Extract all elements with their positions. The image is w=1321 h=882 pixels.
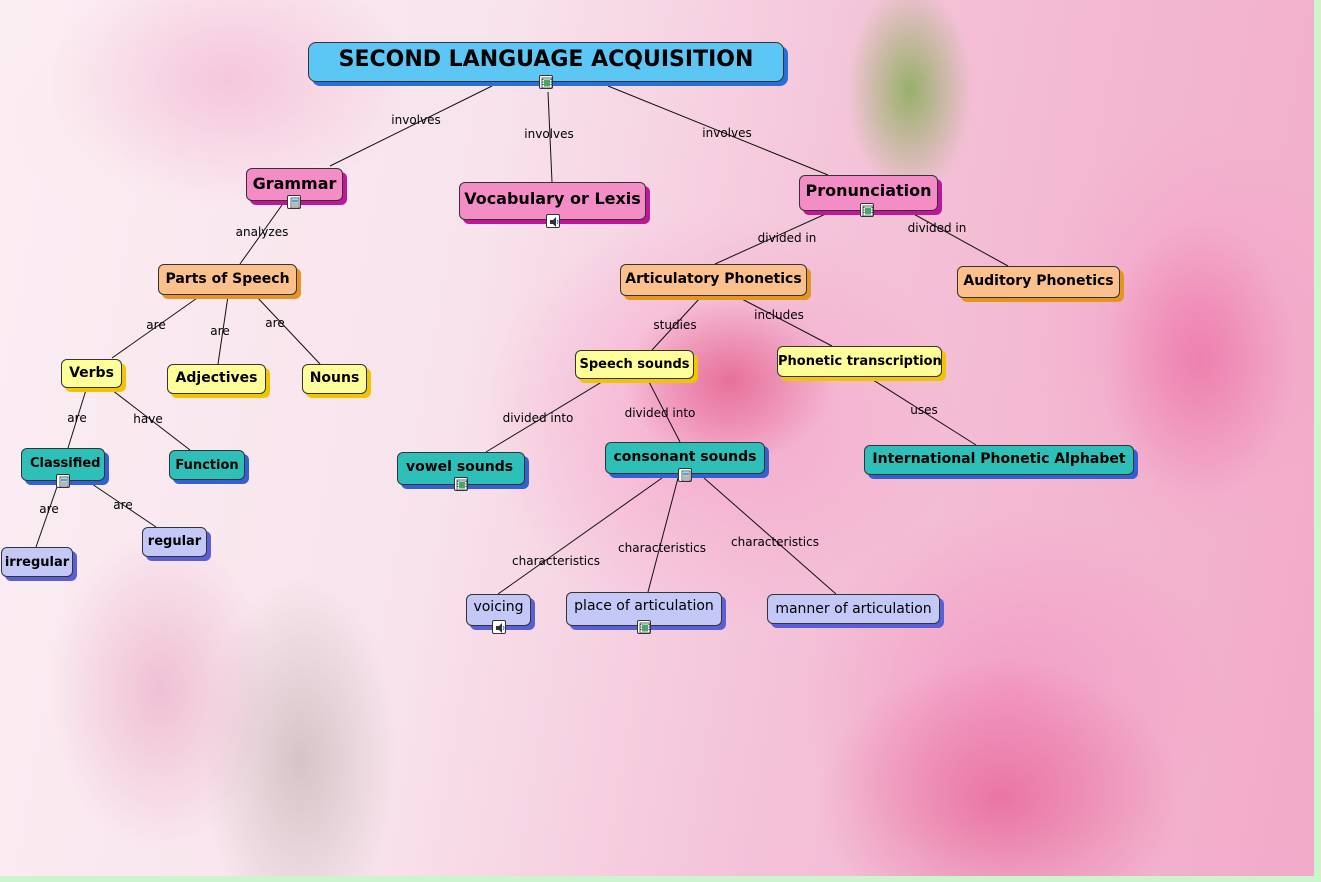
link-label-characteristics: characteristics bbox=[618, 541, 706, 555]
link-label-studies: studies bbox=[653, 318, 697, 332]
connector-line bbox=[497, 477, 663, 595]
connector-line bbox=[485, 379, 606, 453]
link-label-uses: uses bbox=[910, 403, 938, 417]
concept-label: Auditory Phonetics bbox=[963, 273, 1114, 289]
link-label-divided-into: divided into bbox=[502, 411, 574, 425]
concept-label: Adjectives bbox=[175, 370, 258, 386]
link-label-divided-in: divided in bbox=[907, 221, 967, 235]
concept-label: voicing bbox=[473, 599, 524, 615]
concept-classified[interactable]: Classified bbox=[21, 448, 105, 481]
link-label-involves: involves bbox=[702, 126, 752, 140]
video-icon[interactable] bbox=[454, 477, 468, 491]
concept-adjectives[interactable]: Adjectives bbox=[167, 364, 266, 394]
link-label-are: are bbox=[146, 318, 166, 332]
link-label-divided-into: divided into bbox=[624, 406, 696, 420]
connector-line bbox=[111, 295, 201, 359]
concept-speech-sounds[interactable]: Speech sounds bbox=[575, 350, 694, 379]
concept-label: regular bbox=[147, 534, 202, 549]
concept-label: Function bbox=[175, 458, 239, 473]
concept-phonetic-transcription[interactable]: Phonetic transcription bbox=[777, 346, 942, 377]
concept-auditory-phonetics[interactable]: Auditory Phonetics bbox=[957, 266, 1120, 298]
audio-icon[interactable] bbox=[492, 620, 506, 634]
link-label-divided-in: divided in bbox=[757, 231, 817, 245]
connector-line bbox=[651, 297, 701, 351]
document-icon[interactable] bbox=[678, 468, 692, 482]
connector-line bbox=[703, 477, 837, 595]
link-label-analyzes: analyzes bbox=[235, 225, 289, 239]
connector-line bbox=[35, 483, 59, 548]
concept-label: Parts of Speech bbox=[165, 271, 290, 287]
concept-label: Grammar bbox=[252, 174, 337, 193]
video-icon[interactable] bbox=[860, 203, 874, 217]
connector-line bbox=[67, 389, 87, 449]
concept-label: International Phonetic Alphabet bbox=[872, 451, 1126, 467]
document-icon[interactable] bbox=[56, 474, 70, 488]
link-label-are: are bbox=[113, 498, 133, 512]
concept-manner-of-articulation[interactable]: manner of articulation bbox=[767, 594, 940, 624]
link-label-characteristics: characteristics bbox=[512, 554, 600, 568]
connector-line bbox=[869, 377, 977, 446]
connector-line bbox=[329, 85, 493, 167]
concept-vocabulary-or-lexis[interactable]: Vocabulary or Lexis bbox=[459, 182, 646, 220]
concept-label: Phonetic transcription bbox=[778, 354, 942, 369]
concept-label: SECOND LANGUAGE ACQUISITION bbox=[338, 47, 754, 72]
link-label-have: have bbox=[133, 412, 163, 426]
video-icon[interactable] bbox=[539, 75, 553, 89]
concept-label: Vocabulary or Lexis bbox=[464, 189, 641, 208]
concept-label: manner of articulation bbox=[775, 601, 932, 617]
connector-line bbox=[239, 204, 283, 265]
concept-articulatory-phonetics[interactable]: Articulatory Phonetics bbox=[620, 264, 807, 296]
concept-verbs[interactable]: Verbs bbox=[61, 359, 122, 388]
concept-label: place of articulation bbox=[574, 598, 714, 614]
link-label-characteristics: characteristics bbox=[731, 535, 819, 549]
connector-line bbox=[647, 379, 681, 443]
connector-line bbox=[739, 297, 833, 347]
connector-line bbox=[91, 483, 157, 528]
connector-line bbox=[111, 389, 191, 451]
concept-label: Nouns bbox=[309, 370, 360, 386]
concept-nouns[interactable]: Nouns bbox=[302, 364, 367, 394]
link-label-involves: involves bbox=[524, 127, 574, 141]
document-icon[interactable] bbox=[287, 195, 301, 209]
concept-pronunciation[interactable]: Pronunciation bbox=[799, 175, 938, 211]
concept-parts-of-speech[interactable]: Parts of Speech bbox=[158, 264, 297, 295]
concept-label: vowel sounds bbox=[406, 459, 514, 475]
link-label-are: are bbox=[265, 316, 285, 330]
concept-function[interactable]: Function bbox=[169, 450, 245, 480]
connector-line bbox=[547, 91, 553, 183]
connector-line bbox=[607, 85, 829, 176]
link-label-are: are bbox=[67, 411, 87, 425]
concept-label: Verbs bbox=[69, 365, 114, 381]
connector-line bbox=[255, 295, 321, 365]
connector-line bbox=[714, 211, 831, 265]
concept-irregular[interactable]: irregular bbox=[1, 547, 73, 577]
concept-international-phonetic-alphabet[interactable]: International Phonetic Alphabet bbox=[864, 445, 1134, 475]
link-label-involves: involves bbox=[391, 113, 441, 127]
connector-line bbox=[647, 477, 679, 593]
link-label-are: are bbox=[210, 324, 230, 338]
concept-label: consonant sounds bbox=[613, 449, 757, 465]
link-label-includes: includes bbox=[754, 308, 804, 322]
concept-label: irregular bbox=[4, 555, 70, 570]
concept-label: Pronunciation bbox=[805, 181, 932, 200]
video-icon[interactable] bbox=[637, 620, 651, 634]
connector-line bbox=[909, 211, 1009, 267]
concept-label: Classified bbox=[30, 456, 101, 471]
concept-label: Speech sounds bbox=[579, 357, 690, 372]
concept-label: Articulatory Phonetics bbox=[625, 271, 802, 287]
audio-icon[interactable] bbox=[546, 214, 560, 228]
concept-regular[interactable]: regular bbox=[142, 527, 207, 557]
link-label-are: are bbox=[39, 502, 59, 516]
connector-line bbox=[217, 295, 229, 365]
